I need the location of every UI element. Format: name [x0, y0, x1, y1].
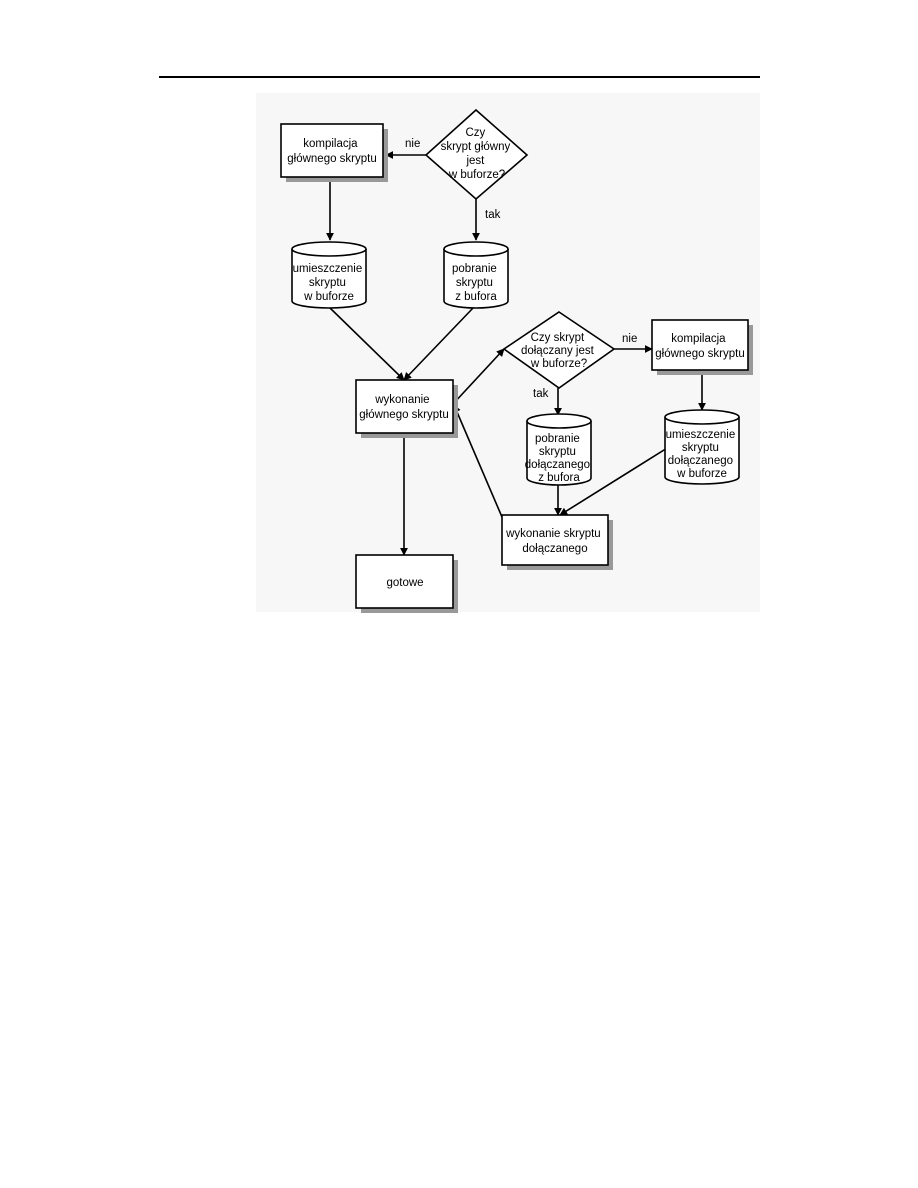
- process-exec-main: [355, 379, 458, 438]
- exec-main-label: wykonanie głównego skryptu: [359, 394, 449, 421]
- process-exec-inc: [501, 514, 613, 570]
- edge-label-main-yes: tak: [485, 209, 501, 221]
- process-compile-inc: [651, 319, 753, 375]
- store-main-label: umieszczenie skryptu w buforze: [293, 263, 366, 303]
- fetch-main-label: pobranie skryptu z bufora: [452, 263, 500, 303]
- page-header-rule: [159, 76, 760, 78]
- storage-fetch-main: [443, 241, 509, 309]
- decision-included-label: Czy skrypt dołączany jest w buforze?: [521, 332, 597, 370]
- storage-store-main: [291, 241, 367, 309]
- done-label: gotowe: [386, 577, 423, 589]
- decision-main-label: Czy skrypt główny jest w buforze?: [441, 127, 514, 181]
- edge-label-main-no: nie: [405, 138, 420, 150]
- edge-label-inc-no: nie: [622, 333, 637, 345]
- store-inc-label: umieszczenie skryptu dołączanego w bufor…: [666, 429, 739, 480]
- edge-fetch-to-exec: [403, 306, 475, 381]
- edge-store-inc-to-exec-inc: [559, 444, 673, 516]
- exec-inc-label: wykonanie skryptu dołączanego: [505, 528, 604, 555]
- edge-exec-to-q-inc: [452, 348, 505, 405]
- edges: [326, 151, 706, 556]
- compile-inc-label: kompilacja głównego skryptu: [655, 333, 745, 360]
- fetch-inc-label: pobranie skryptu dołączanego z bufora: [525, 433, 593, 484]
- process-compile-main: [280, 123, 388, 182]
- storage-fetch-inc: [526, 413, 592, 486]
- compile-main-label: kompilacja głównego skryptu: [287, 138, 377, 165]
- edge-label-inc-yes: tak: [533, 388, 549, 400]
- storage-store-inc: [664, 409, 740, 485]
- decision-included-cache: [502, 311, 616, 389]
- edge-exec-inc-to-exec-main: [453, 404, 503, 518]
- decision-main-cache: [424, 108, 529, 201]
- terminal-done: [355, 554, 458, 613]
- edge-store-to-exec: [328, 306, 405, 381]
